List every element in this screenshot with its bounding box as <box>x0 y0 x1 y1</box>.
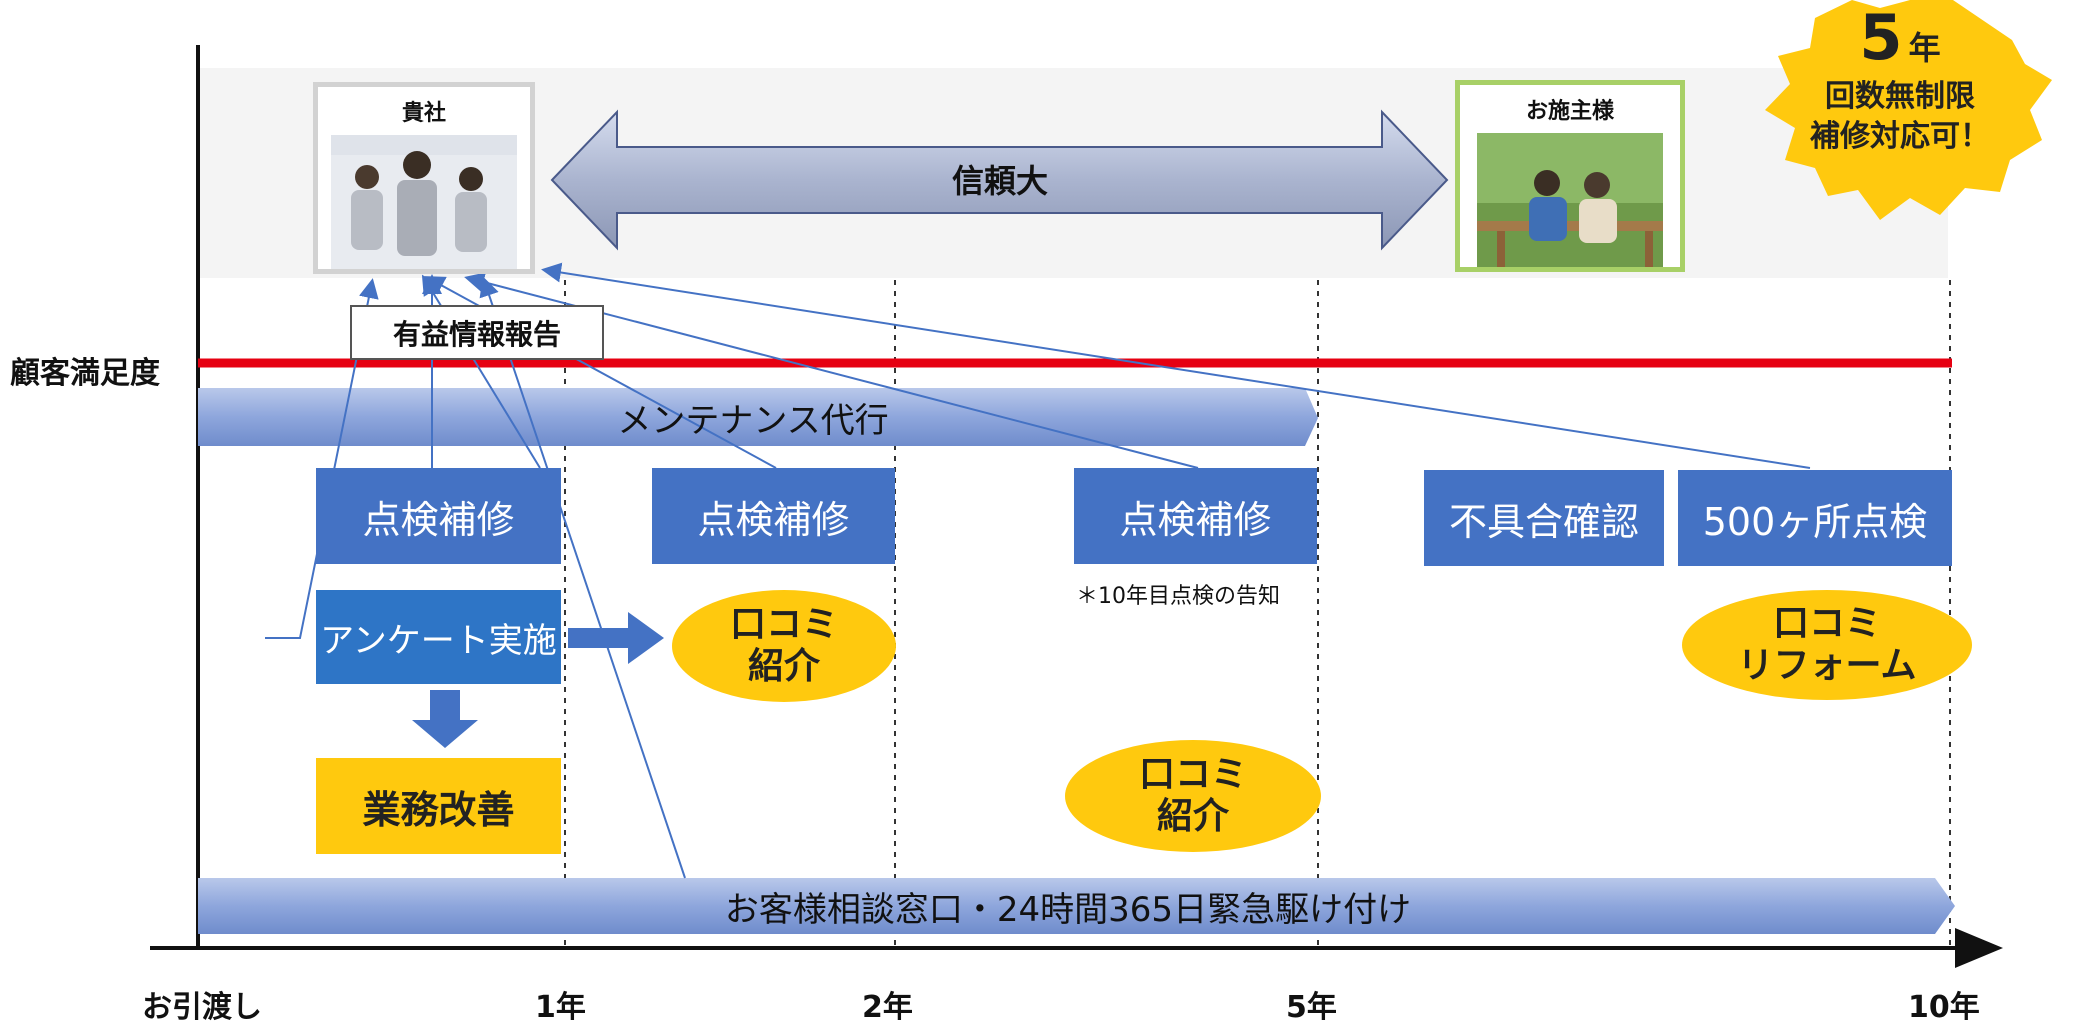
hotline-bar-shape <box>198 878 1955 934</box>
company-photo <box>331 135 517 269</box>
500-point-check-box: 500ヶ所点検 <box>1678 470 1952 566</box>
feedback-arrow <box>541 262 1811 469</box>
defect-check-box: 不具合確認 <box>1424 470 1664 566</box>
badge-line3: 補修対応可！ <box>1810 119 1990 154</box>
oval-line: 紹介 <box>1156 796 1229 837</box>
feedback-arrow <box>479 276 686 879</box>
oval-line: リフォーム <box>1737 645 1917 686</box>
hotline-bar-label: お客様相談窓口・24時間365日緊急駆け付け <box>724 889 1412 930</box>
review-reform-oval: 口コミ リフォーム <box>1682 590 1972 700</box>
company-photo-frame: 貴社 <box>313 82 535 274</box>
starburst-badge-shape <box>1765 0 2052 220</box>
feedback-arrow <box>265 278 379 639</box>
customer-label: お施主様 <box>1525 99 1614 124</box>
survey-to-improvement-arrow <box>412 690 478 748</box>
referral-oval-2: 口コミ 紹介 <box>1065 740 1321 852</box>
timeline-10y: 10年 <box>1908 990 1980 1025</box>
oval-line: 口コミ <box>1772 603 1881 644</box>
improvement-box: 業務改善 <box>316 758 561 854</box>
customer-photo-frame: お施主様 <box>1455 80 1685 272</box>
inspection-box-3: 点検補修 <box>1074 468 1317 564</box>
10th-year-notice: ＊10年目点検の告知 <box>1076 584 1280 609</box>
trust-arrow <box>550 109 1449 251</box>
timeline-handover: お引渡し <box>142 990 262 1025</box>
oval-line: 紹介 <box>747 646 820 687</box>
trust-label: 信頼大 <box>951 162 1048 200</box>
maintenance-bar-label: メンテナンス代行 <box>617 400 889 441</box>
timeline-1y: 1年 <box>535 990 586 1025</box>
badge-big-number: 5 <box>1859 1 1903 74</box>
badge-text: 5 年 回数無制限 補修対応可！ <box>1795 1 2005 157</box>
timeline-5y: 5年 <box>1286 990 1337 1025</box>
inspection-box-2: 点検補修 <box>652 468 895 564</box>
oval-line: 口コミ <box>1138 754 1247 795</box>
company-label: 貴社 <box>401 101 446 126</box>
survey-to-referral-arrow <box>568 612 664 664</box>
inspection-box-1: 点検補修 <box>316 468 561 564</box>
customer-photo <box>1477 133 1663 267</box>
maintenance-bar-shape <box>198 388 1318 446</box>
timeline-2y: 2年 <box>862 990 913 1025</box>
oval-line: 口コミ <box>729 604 838 645</box>
badge-line2: 回数無制限 <box>1825 79 1975 114</box>
referral-oval-1: 口コミ 紹介 <box>672 590 896 702</box>
badge-unit: 年 <box>1908 29 1941 67</box>
survey-box: アンケート実施 <box>316 590 561 684</box>
useful-report-box: 有益情報報告 <box>350 305 604 360</box>
satisfaction-label: 顧客満足度 <box>10 356 160 391</box>
